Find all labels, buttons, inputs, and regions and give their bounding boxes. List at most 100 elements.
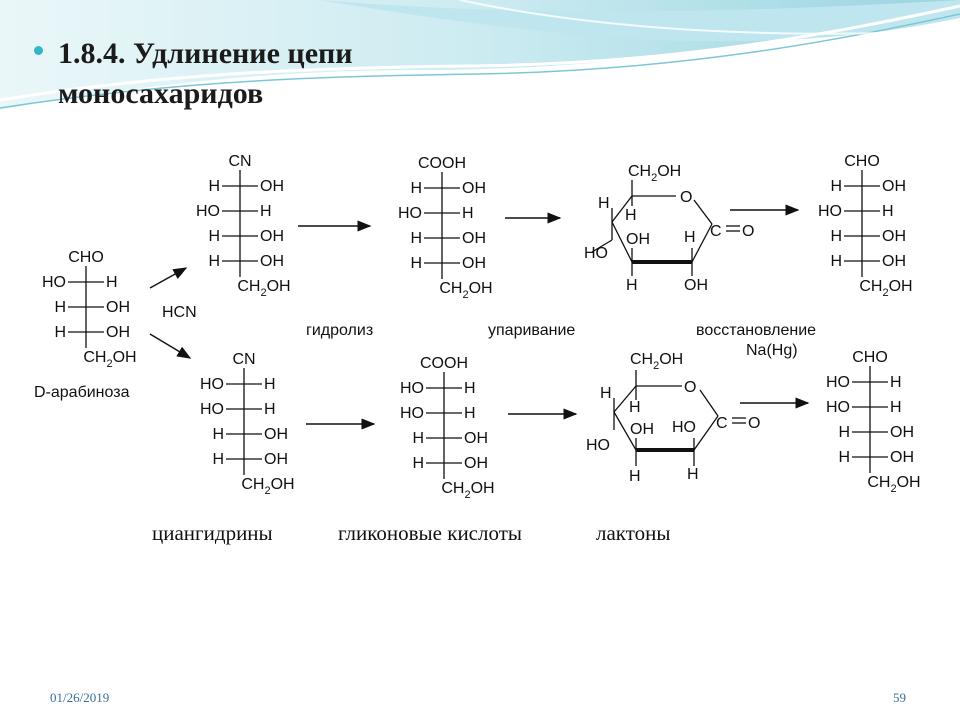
title-bullet: [34, 46, 43, 55]
arrow-to-upper-cyanohydrin: [149, 267, 188, 289]
arrow-to-lower-cyanohydrin: [149, 333, 192, 359]
fischer-lower-product-left-1: HO: [826, 374, 850, 391]
fischer-lower-product-left-3: H: [838, 424, 850, 441]
lactone-lower-h-c5: H: [600, 385, 612, 402]
fischer-d-arabinose-right-2: OH: [106, 299, 130, 316]
fischer-lower-glyconic-acid-bottom-group: CH2OH: [441, 480, 494, 501]
fischer-lower-cyanohydrin-bottom-group: CH2OH: [241, 476, 294, 497]
fischer-upper-product-left-1: H: [830, 178, 842, 195]
slide-date: 01/26/2019: [50, 690, 110, 705]
fischer-d-arabinose-right-3: OH: [106, 324, 130, 341]
fischer-lower-product-top-group: CHO: [852, 349, 888, 366]
fischer-lower-product-left-4: H: [838, 449, 850, 466]
fischer-lower-product-right-4: OH: [890, 449, 914, 466]
fischer-upper-cyanohydrin-left-3: H: [208, 228, 220, 245]
fischer-lower-cyanohydrin-right-3: OH: [264, 426, 288, 443]
fischer-d-arabinose-left-3: H: [54, 324, 66, 341]
fischer-upper-glyconic-acid-right-2: H: [462, 205, 474, 222]
fischer-lower-cyanohydrin-left-4: H: [212, 451, 224, 468]
fischer-lower-glyconic-acid-left-1: HO: [400, 380, 424, 397]
fischer-upper-glyconic-acid-right-4: OH: [462, 255, 486, 272]
lactone-upper-ch2oh: CH2OH: [628, 163, 681, 184]
fischer-lower-glyconic-acid-left-2: HO: [400, 405, 424, 422]
fischer-upper-product-right-4: OH: [882, 253, 906, 270]
lactone-upper-oh-c3: OH: [626, 231, 650, 248]
lactone-upper-h-c2: H: [684, 229, 696, 246]
lactone-lower-ho: HO: [586, 437, 610, 454]
fischer-upper-cyanohydrin-bottom-group: CH2OH: [237, 278, 290, 299]
fischer-lower-cyanohydrin-right-2: H: [264, 401, 276, 418]
fischer-upper-product-right-2: H: [882, 203, 894, 220]
fischer-upper-glyconic-acid-left-1: H: [410, 180, 422, 197]
lactone-upper-ho: HO: [584, 245, 608, 262]
fischer-lower-product-right-1: H: [890, 374, 902, 391]
step-reduction-reagent: Na(Hg): [746, 342, 798, 359]
step-reduction: восстановление: [696, 322, 817, 339]
fischer-upper-product-bottom-group: CH2OH: [859, 278, 912, 299]
caption-cyanohydrins: циангидрины: [152, 521, 273, 545]
fischer-lower-glyconic-acid-right-3: OH: [464, 430, 488, 447]
fischer-upper-product-top-group: CHO: [844, 153, 880, 170]
lactone-lower-oh-c3: OH: [630, 421, 654, 438]
title-line-1: 1.8.4. Удлинение цепи: [58, 37, 353, 70]
fischer-upper-glyconic-acid-left-4: H: [410, 255, 422, 272]
step-evaporation: упаривание: [488, 322, 576, 339]
fischer-upper-product-left-4: H: [830, 253, 842, 270]
fischer-d-arabinose-left-1: HO: [42, 274, 66, 291]
lactone-lower-h-c4: H: [629, 399, 641, 416]
fischer-lower-cyanohydrin-left-3: H: [212, 426, 224, 443]
fischer-lower-product-right-3: OH: [890, 424, 914, 441]
fischer-lower-glyconic-acid-right-1: H: [464, 380, 476, 397]
fischer-upper-cyanohydrin-left-1: H: [208, 178, 220, 195]
fischer-upper-cyanohydrin-left-2: HO: [196, 203, 220, 220]
fischer-lower-cyanohydrin-right-1: H: [264, 376, 276, 393]
fischer-lower-glyconic-acid-right-4: OH: [464, 455, 488, 472]
lactone-upper-h-bottom: H: [626, 277, 638, 294]
fischer-d-arabinose-top-group: CHO: [68, 249, 104, 266]
fischer-upper-glyconic-acid-bottom-group: CH2OH: [439, 280, 492, 301]
fischer-lower-glyconic-acid-right-2: H: [464, 405, 476, 422]
fischer-lower-cyanohydrin-left-1: HO: [200, 376, 224, 393]
fischer-upper-glyconic-acid-top-group: COOH: [418, 155, 466, 172]
lactone-lower-h-c2: H: [687, 466, 699, 483]
fischer-upper-product-left-3: H: [830, 228, 842, 245]
lactone-upper-h-c5: H: [598, 195, 610, 212]
reagent-hcn: HCN: [162, 304, 197, 321]
start-compound-name: D-арабиноза: [34, 384, 130, 401]
fischer-upper-glyconic-acid-left-3: H: [410, 230, 422, 247]
fischer-upper-cyanohydrin-right-4: OH: [260, 253, 284, 270]
header-wave-decoration: [0, 0, 960, 110]
fischer-d-arabinose-left-2: H: [54, 299, 66, 316]
fischer-upper-cyanohydrin-top-group: CN: [228, 153, 251, 170]
slide-page-number: 59: [893, 690, 906, 705]
lactone-lower-carbonyl-o: O: [748, 415, 760, 432]
fischer-lower-cyanohydrin-left-2: HO: [200, 401, 224, 418]
title-line-2: моносахаридов: [58, 77, 264, 110]
lactone-lower-carbonyl-c: C: [716, 415, 728, 432]
lactone-lower-ch2oh: CH2OH: [630, 351, 683, 372]
caption-glyconic-acids: гликоновые кислоты: [338, 521, 522, 545]
fischer-lower-cyanohydrin-right-4: OH: [264, 451, 288, 468]
lactone-lower-ho-c2: HO: [672, 419, 696, 436]
fischer-upper-glyconic-acid-right-3: OH: [462, 230, 486, 247]
fischer-upper-product-left-2: HO: [818, 203, 842, 220]
fischer-lower-glyconic-acid-left-4: H: [412, 455, 424, 472]
lactone-upper-carbonyl-o: O: [742, 223, 754, 240]
lactone-lower-ring-o: O: [684, 379, 696, 396]
fischer-d-arabinose-bottom-group: CH2OH: [83, 349, 136, 370]
fischer-d-arabinose-right-1: H: [106, 274, 118, 291]
fischer-lower-product-bottom-group: CH2OH: [867, 474, 920, 495]
lactone-lower: CH2OH O C O H H HO OH HO H H: [586, 351, 760, 485]
fischer-upper-product-right-3: OH: [882, 228, 906, 245]
fischer-lower-glyconic-acid-top-group: COOH: [420, 355, 468, 372]
fischer-lower-product-right-2: H: [890, 399, 902, 416]
lactone-upper-h-c4: H: [625, 207, 637, 224]
lactone-upper-ring-o: O: [680, 189, 692, 206]
fischer-lower-product-left-2: HO: [826, 399, 850, 416]
lactone-upper-oh-c2: OH: [684, 277, 708, 294]
